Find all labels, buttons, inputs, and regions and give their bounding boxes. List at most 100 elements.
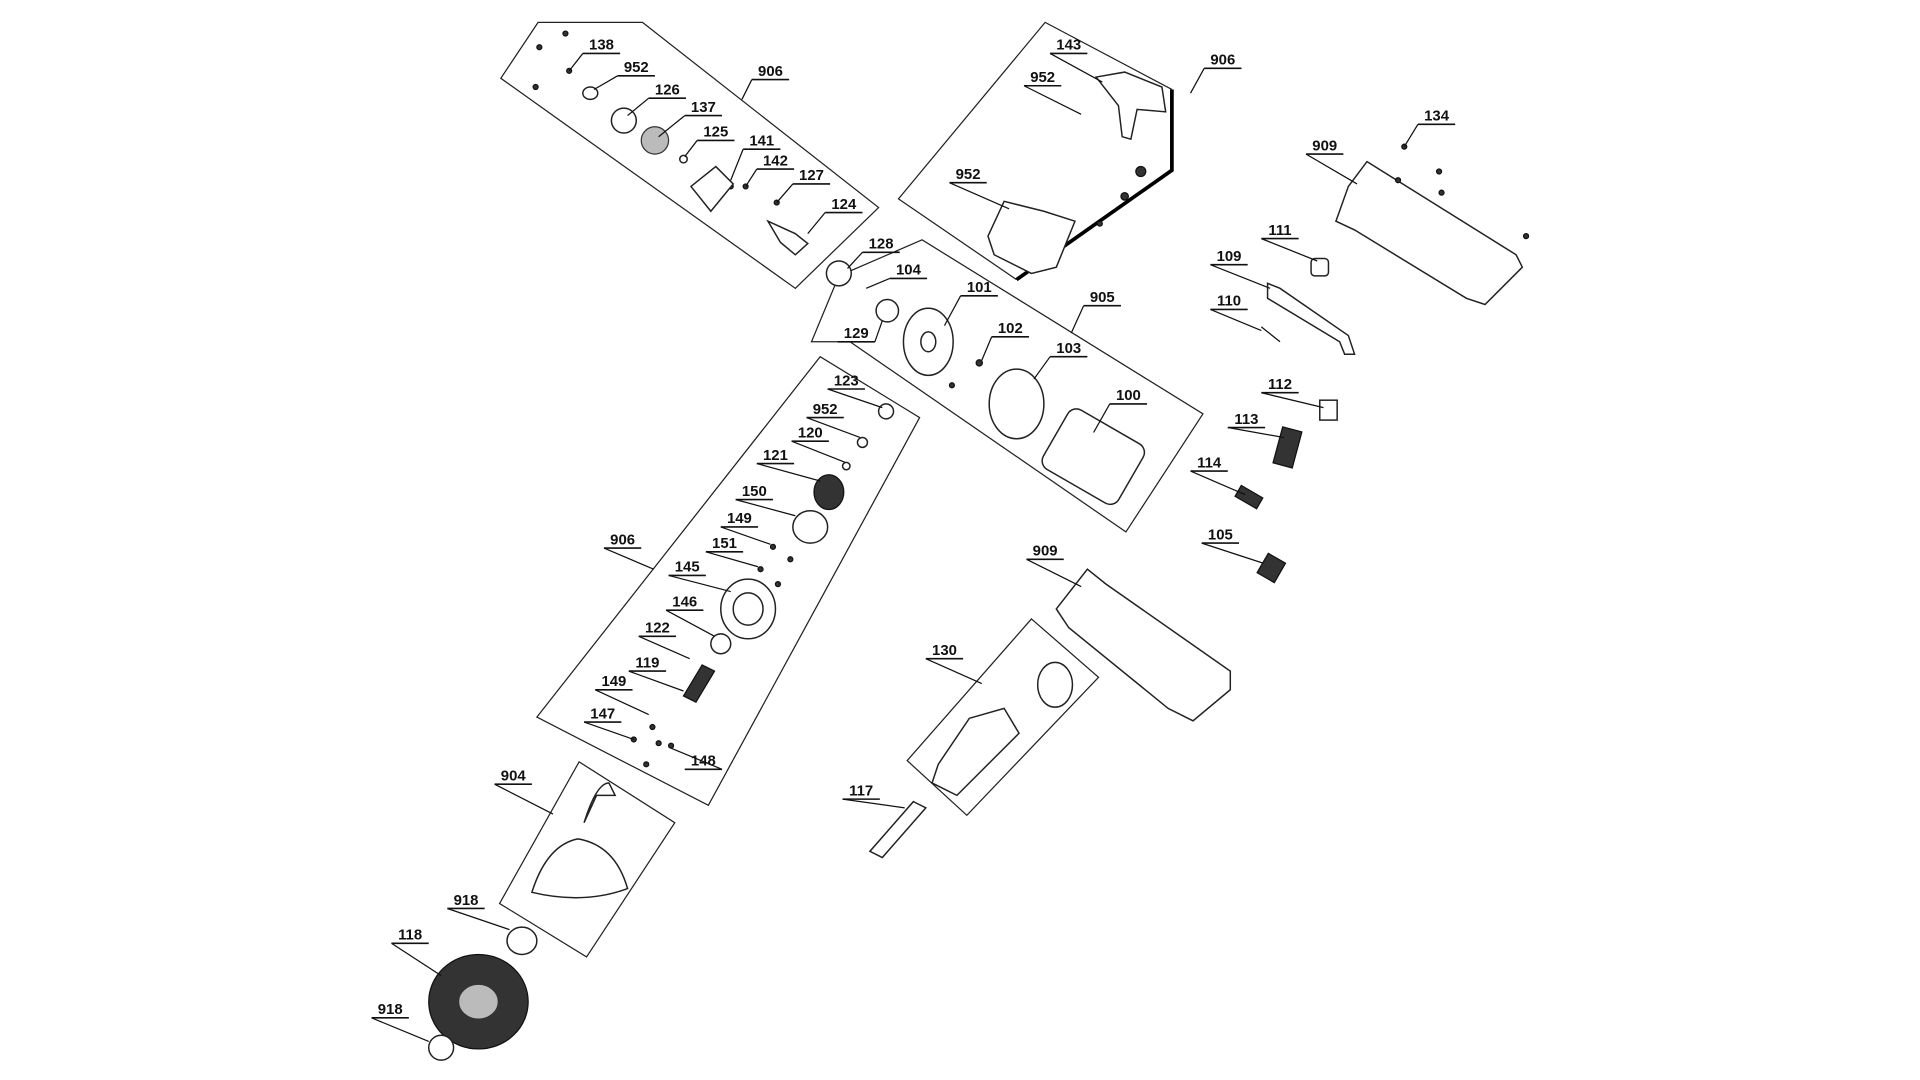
callout-number: 126 <box>655 82 680 98</box>
callout-number: 118 <box>398 928 422 944</box>
callout-leader-line <box>583 721 634 741</box>
callout-124: 124 <box>807 197 863 235</box>
switch-cover-143 <box>1094 71 1167 141</box>
callout-leader-line <box>494 783 554 815</box>
callout-145: 145 <box>668 560 731 593</box>
callout-number: 128 <box>869 237 894 253</box>
callout-102: 102 <box>981 321 1029 361</box>
callout-number: 104 <box>896 263 922 279</box>
callout-number: 111 <box>1268 223 1291 239</box>
callout-number: 143 <box>1056 38 1081 54</box>
callout-leader-line <box>791 440 846 463</box>
callout-leader-line <box>627 97 650 117</box>
shaft-124 <box>766 219 809 256</box>
callout-leader-line <box>842 798 905 809</box>
callout-leader-line <box>745 168 758 187</box>
callout-909: 909 <box>1305 138 1358 185</box>
callout-906: 906 <box>741 64 790 100</box>
bearing-146 <box>710 633 732 655</box>
callout-151: 151 <box>705 536 759 568</box>
callout-leader-line <box>1210 308 1262 332</box>
callout-leader-line <box>447 907 510 931</box>
part-114 <box>1234 484 1264 510</box>
callout-number: 122 <box>645 621 670 637</box>
callout-110: 110 <box>1210 294 1262 332</box>
callout-leader-line <box>593 75 618 91</box>
parts <box>427 30 1530 1061</box>
callout-143: 143 <box>1049 38 1103 83</box>
callout-leader-line <box>943 295 962 326</box>
callout-130: 130 <box>925 643 982 685</box>
spindle-119 <box>682 664 716 703</box>
callout-number: 904 <box>501 768 527 784</box>
callout-100: 100 <box>1093 388 1148 433</box>
callout-117: 117 <box>842 783 905 809</box>
callout-101: 101 <box>943 280 998 326</box>
callout-leader-line <box>735 499 796 517</box>
callout-number: 129 <box>844 326 869 342</box>
callout-leader-line <box>1403 123 1419 147</box>
part-111 <box>1310 257 1330 277</box>
callout-number: 906 <box>610 532 635 548</box>
callout-leader-line <box>658 115 686 138</box>
callout-number: 952 <box>624 60 649 76</box>
callout-leader-line <box>595 689 649 716</box>
bearing-128 <box>825 260 853 287</box>
callout-113: 113 <box>1227 412 1284 439</box>
callout-number: 134 <box>1424 109 1450 125</box>
bearing-129 <box>875 298 900 323</box>
callout-number: 952 <box>813 402 838 418</box>
callout-leader-line <box>638 635 690 660</box>
callout-number: 121 <box>763 448 788 464</box>
callout-109: 109 <box>1210 249 1271 289</box>
ring-137 <box>640 126 670 155</box>
callout-112: 112 <box>1261 377 1324 409</box>
callout-123: 123 <box>827 373 883 409</box>
callout-number: 130 <box>932 643 957 659</box>
group-906-top-left <box>499 21 880 290</box>
callout-leader-line <box>847 251 863 269</box>
callout-906: 906 <box>1189 53 1242 94</box>
callout-leader-line <box>628 670 684 692</box>
bushing-952 <box>582 86 599 101</box>
callout-149: 149 <box>595 674 649 716</box>
callout-leader-line <box>371 1017 429 1043</box>
screw-icons <box>532 30 780 206</box>
guard-904 <box>530 838 629 899</box>
callout-149: 149 <box>720 511 771 545</box>
group-906-gear <box>535 355 921 807</box>
callout-number: 127 <box>799 168 824 184</box>
callout-number: 119 <box>635 655 659 671</box>
callout-leader-line <box>1049 52 1103 83</box>
callout-number: 137 <box>691 100 716 116</box>
lever-117 <box>868 800 928 859</box>
callout-120: 120 <box>791 425 846 463</box>
callout-137: 137 <box>658 100 723 138</box>
callout-952: 952 <box>806 402 861 439</box>
callout-119: 119 <box>628 655 684 692</box>
callout-leader-line <box>668 574 731 593</box>
callout-leader-line <box>925 658 982 685</box>
callout-150: 150 <box>735 484 796 517</box>
side-handle-130 <box>931 707 1020 797</box>
callout-952: 952 <box>1023 70 1082 115</box>
callout-leader-line <box>1261 392 1324 409</box>
callout-number: 146 <box>672 594 697 610</box>
group-906-top-thick-edge <box>1015 89 1174 282</box>
callout-number: 905 <box>1090 290 1115 306</box>
callout-103: 103 <box>1033 341 1088 380</box>
group-904-guard <box>498 760 676 958</box>
callout-number: 125 <box>703 125 728 141</box>
callout-number: 110 <box>1217 294 1241 310</box>
callout-leader-line <box>391 942 442 977</box>
callout-leader-line <box>1026 558 1082 588</box>
callout-number: 123 <box>834 373 859 389</box>
callout-leader-line <box>981 336 993 361</box>
callout-number: 109 <box>1217 249 1242 265</box>
callout-number: 149 <box>601 674 626 690</box>
flange-918-lower <box>427 1034 455 1061</box>
callout-number: 145 <box>675 560 700 576</box>
callout-number: 151 <box>712 536 737 552</box>
